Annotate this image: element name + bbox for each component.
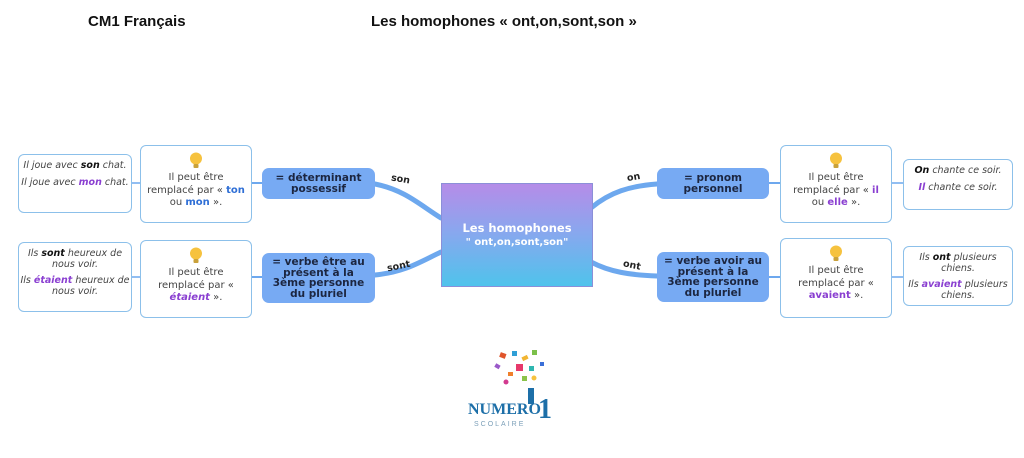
- lightbulb-icon: [190, 152, 202, 168]
- page-title: Les homophones « ont,on,sont,son »: [371, 13, 637, 30]
- link-on: [588, 181, 660, 211]
- logo-confetti-icon: [494, 350, 544, 404]
- example-sentence: On chante ce soir.: [914, 165, 1002, 176]
- example-card-son: Il joue avec son chat. Il joue avec mon …: [18, 154, 132, 213]
- lightbulb-icon: [830, 152, 842, 168]
- lightbulb-icon: [190, 247, 202, 263]
- replacement-word: ton: [226, 184, 245, 196]
- replacement-card-son: Il peut être remplacé par « ton ou mon »…: [140, 145, 252, 223]
- example-card-sont: Ils sont heureux de nous voir. Ils étaie…: [18, 242, 132, 312]
- center-node-title: Les homophones: [462, 220, 572, 235]
- link-label-on: on: [626, 170, 642, 185]
- replacement-card-sont: Il peut être remplacé par « étaient ».: [140, 240, 252, 318]
- example-sentence: Il chante ce soir.: [918, 181, 998, 193]
- lightbulb-icon: [830, 245, 842, 261]
- example-sentence: Ils avaient plusieurs chiens.: [908, 279, 1008, 301]
- replacement-word: il: [872, 184, 879, 196]
- center-node-subtitle: " ont,on,sont,son": [465, 236, 569, 248]
- link-ont: [588, 259, 660, 279]
- example-sentence: Il joue avec mon chat.: [21, 176, 129, 188]
- example-card-ont: Ils ont plusieurs chiens. Ils avaient pl…: [903, 246, 1013, 306]
- replacement-card-ont: Il peut être remplacé par « avaient ».: [780, 238, 892, 318]
- center-node: Les homophones " ont,on,sont,son": [441, 183, 593, 287]
- replacement-word: avaient: [808, 290, 851, 301]
- logo-wordmark: NUMERO: [468, 401, 541, 418]
- branch-node-on: = pronom personnel: [657, 168, 769, 199]
- numero1-logo: NUMERO 1 SCOLAIRE: [468, 350, 552, 428]
- link-son: [372, 181, 444, 221]
- example-sentence: Ils ont plusieurs chiens.: [919, 252, 997, 274]
- example-sentence: Ils sont heureux de nous voir.: [27, 248, 123, 270]
- replacement-word: elle: [827, 197, 848, 208]
- replacement-card-on: Il peut être remplacé par « il ou elle »…: [780, 145, 892, 223]
- logo-tagline: SCOLAIRE: [474, 421, 525, 428]
- example-sentence: Ils étaient heureux de nous voir.: [20, 275, 130, 297]
- page-subject-title: CM1 Français: [88, 13, 186, 30]
- branch-node-sont: = verbe être au présent à la 3ème person…: [262, 253, 375, 303]
- replacement-word: mon: [185, 197, 210, 208]
- example-sentence: Il joue avec son chat.: [23, 160, 127, 171]
- branch-node-son: = déterminant possessif: [262, 168, 375, 199]
- link-sont: [372, 249, 444, 278]
- replacement-word: étaient: [169, 292, 210, 303]
- branch-node-ont: = verbe avoir au présent à la 3ème perso…: [657, 252, 769, 302]
- example-card-on: On chante ce soir. Il chante ce soir.: [903, 159, 1013, 210]
- logo-digit: 1: [538, 394, 552, 425]
